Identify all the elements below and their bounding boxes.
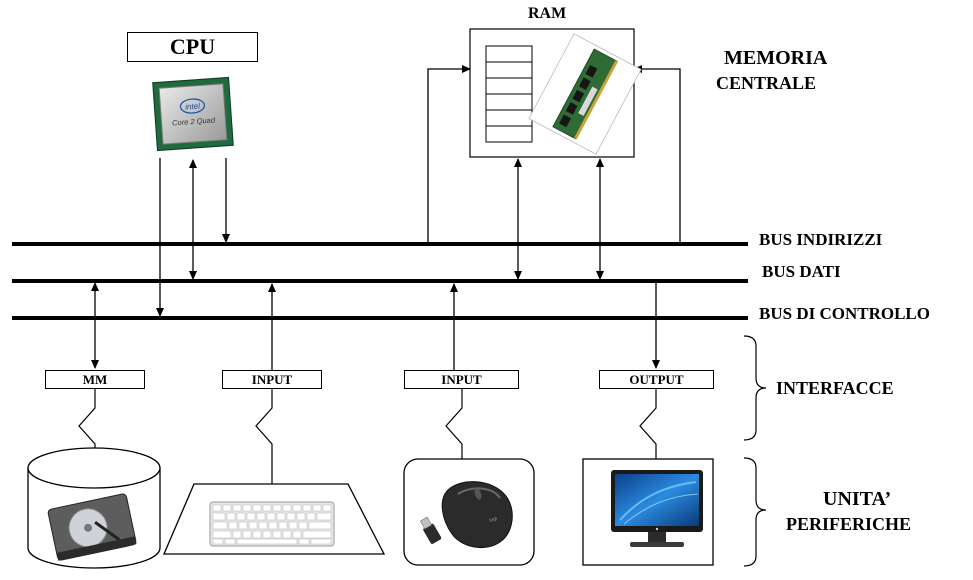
centrale-label: CENTRALE — [716, 73, 817, 93]
cpu-box: CPU — [127, 32, 258, 62]
mouse-box: logi — [403, 458, 535, 566]
memoria-label: MEMORIA — [724, 47, 828, 69]
unita-periferiche-brace — [743, 457, 767, 567]
interface-output-label: OUTPUT — [629, 371, 684, 387]
interface-mm: MM — [45, 370, 145, 389]
interface-input-2-label: INPUT — [441, 371, 482, 387]
interface-input-2: INPUT — [404, 370, 519, 389]
chip-model-text: Core 2 Quad — [172, 115, 216, 127]
bus-dati-label: BUS DATI — [762, 262, 841, 281]
monitor-box — [582, 458, 714, 566]
memory-cells — [485, 45, 533, 143]
output-zigzag-connector — [639, 389, 657, 460]
input1-zigzag-connector — [255, 389, 273, 490]
interface-input-1-label: INPUT — [251, 371, 293, 387]
periferiche-label: PERIFERICHE — [786, 514, 912, 534]
hard-disk-icon — [27, 447, 161, 569]
keyboard-icon — [163, 483, 386, 555]
mouse-icon: logi — [441, 481, 513, 549]
interface-mm-label: MM — [82, 371, 108, 387]
cpu-chip-icon: intel Core 2 Quad — [152, 76, 234, 152]
chip-brand-text: intel — [185, 102, 200, 112]
ram-module-icon — [528, 33, 642, 155]
interface-output: OUTPUT — [599, 370, 714, 389]
indirizzi-to-ram-left-arrow — [427, 65, 471, 244]
usb-receiver-icon — [419, 516, 442, 544]
unita-label: UNITA’ — [823, 488, 892, 510]
ram-title: RAM — [528, 5, 567, 22]
input2-zigzag-connector — [445, 389, 463, 460]
monitor-icon — [611, 470, 703, 547]
interface-input-1: INPUT — [222, 370, 322, 389]
interfacce-label: INTERFACCE — [776, 378, 894, 398]
bus-indirizzi-label: BUS INDIRIZZI — [759, 230, 883, 249]
cpu-label: CPU — [169, 34, 216, 59]
interfacce-brace — [743, 335, 767, 441]
indirizzi-to-ram-right-arrow — [633, 65, 681, 244]
bus-controllo-label: BUS DI CONTROLLO — [759, 304, 930, 323]
svg-text:logi: logi — [489, 516, 498, 524]
